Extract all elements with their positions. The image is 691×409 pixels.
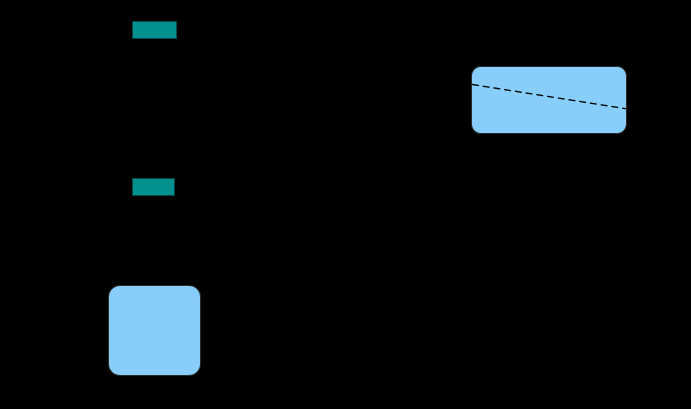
- blue-panel-node: [471, 66, 627, 134]
- blue-square-node: [108, 285, 201, 376]
- teal-node-middle: [132, 178, 175, 196]
- dashed-trend-line: [472, 83, 626, 110]
- dashed-line-segment: [472, 83, 626, 110]
- teal-node-top: [132, 21, 177, 39]
